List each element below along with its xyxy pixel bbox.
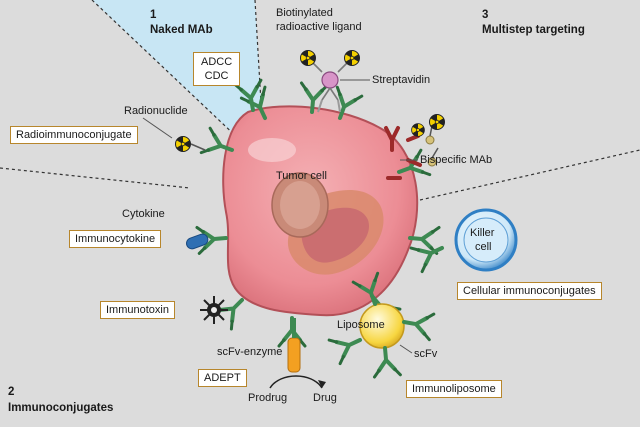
box-immunoliposome: Immunoliposome xyxy=(406,380,502,398)
label-tumor-cell: Tumor cell xyxy=(276,170,327,182)
label-drug: Drug xyxy=(313,392,337,404)
label-liposome: Liposome xyxy=(337,319,385,331)
box-adcc: ADCC xyxy=(201,56,233,68)
label-streptavidin: Streptavidin xyxy=(372,74,431,86)
section-multistep-number: 3 xyxy=(482,9,489,21)
box-adcc-cdc: ADCC CDC xyxy=(193,52,241,86)
box-cdc: CDC xyxy=(204,70,229,82)
label-biotinylated-1: Biotinylated xyxy=(276,7,333,19)
label-scfv: scFv xyxy=(414,348,438,360)
section-immunoconjugates-title: Immunoconjugates xyxy=(8,402,114,414)
label-radionuclide: Radionuclide xyxy=(124,105,188,117)
label-prodrug: Prodrug xyxy=(248,392,288,404)
label-scfv-enzyme: scFv-enzyme xyxy=(217,346,283,358)
section-naked-title: Naked MAb xyxy=(150,24,213,36)
label-killer-2: cell xyxy=(475,241,492,253)
box-adept: ADEPT xyxy=(198,369,247,387)
label-bispecific-mab: Bispecific MAb xyxy=(420,154,493,166)
label-biotinylated-2: radioactive ligand xyxy=(276,21,362,33)
label-cytokine: Cytokine xyxy=(122,208,165,220)
section-multistep-title: Multistep targeting xyxy=(482,24,585,36)
box-immunotoxin: Immunotoxin xyxy=(100,301,175,319)
box-cellular-immunoconjugates: Cellular immunoconjugates xyxy=(457,282,602,300)
label-killer-1: Killer xyxy=(470,227,495,239)
box-radioimmunoconjugate: Radioimmunoconjugate xyxy=(10,126,138,144)
section-naked-number: 1 xyxy=(150,9,157,21)
box-immunocytokine: Immunocytokine xyxy=(69,230,162,248)
section-immunoconjugates-number: 2 xyxy=(8,386,15,398)
